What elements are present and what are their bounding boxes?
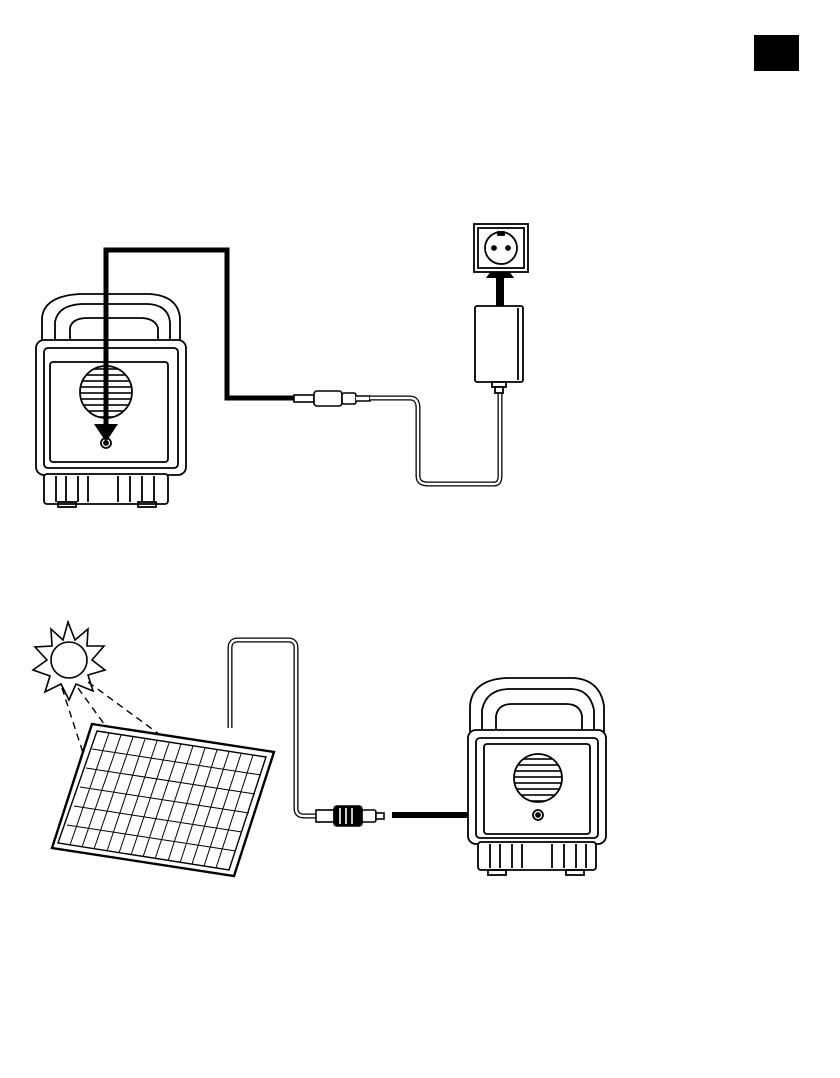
power-station-icon xyxy=(36,294,186,507)
corner-language-tab xyxy=(754,35,799,71)
wall-socket-icon xyxy=(474,224,528,272)
adapter-cable xyxy=(370,392,500,484)
solar-panel-icon xyxy=(52,724,274,876)
mains-charging-diagram xyxy=(36,224,528,507)
sun-icon xyxy=(33,622,105,700)
solar-charging-diagram xyxy=(33,622,606,876)
dc-plug-icon xyxy=(294,391,370,406)
ac-adapter-icon xyxy=(475,306,523,393)
dc-plug-icon xyxy=(316,806,384,826)
power-station-icon xyxy=(468,678,606,875)
